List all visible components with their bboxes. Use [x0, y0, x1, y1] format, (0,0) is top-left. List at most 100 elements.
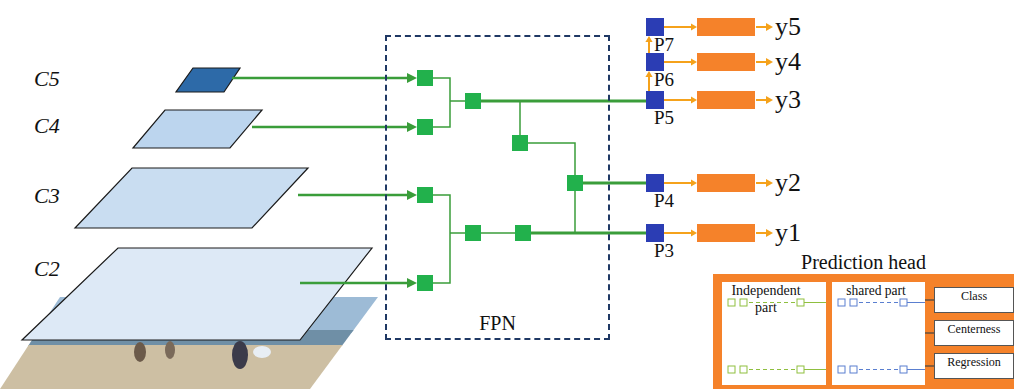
connector-line: [664, 99, 692, 101]
fpn-wire: [450, 100, 465, 102]
layer-square: [728, 299, 735, 306]
connector: [664, 96, 697, 103]
photo-figure: [232, 341, 248, 369]
output-arrow: [756, 26, 767, 28]
photo-sand: [0, 345, 380, 389]
fpn-square: [567, 175, 583, 191]
input-arrows: [232, 78, 409, 283]
layer-wire: [804, 302, 826, 303]
head-part: Independent part: [722, 282, 826, 385]
independent-layers: [728, 299, 826, 373]
fpn-wire: [433, 195, 450, 283]
arrowhead: [766, 58, 773, 66]
connector: [645, 36, 652, 53]
pyramid-level: P5: [646, 91, 664, 109]
head-part: shared part: [832, 282, 925, 385]
arrowhead: [407, 278, 417, 288]
arrowhead: [645, 71, 652, 77]
layer-square: [797, 299, 804, 306]
layer-wire: [907, 369, 925, 370]
connector-line: [925, 332, 934, 333]
head-bar: y1: [697, 224, 755, 242]
level-label: P6: [654, 71, 674, 88]
arrowhead: [766, 179, 773, 187]
connector-line: [648, 76, 650, 91]
fpn-output-line: [481, 100, 646, 103]
layer-label: C4: [34, 114, 60, 138]
layer-square: [838, 299, 845, 306]
fpn-wire: [450, 232, 465, 234]
layer-label: C2: [34, 257, 60, 281]
photo-figure: [134, 342, 146, 362]
layer-square: [740, 366, 747, 373]
fpn-wires: [433, 78, 575, 283]
connector: [645, 71, 652, 91]
fpn-wire: [519, 101, 521, 135]
shared-layers: [838, 299, 925, 373]
output-label: y4: [775, 48, 801, 76]
pyramid-level: P6: [646, 53, 664, 71]
layer-square: [838, 366, 845, 373]
layer-dashes: [859, 369, 898, 370]
output-label: y2: [775, 169, 801, 197]
connector-line: [664, 26, 692, 28]
input-arrowheads: [407, 73, 417, 288]
connector-line: [925, 299, 934, 300]
arrowhead: [766, 229, 773, 237]
arrowhead: [407, 190, 417, 200]
output-label: y1: [775, 219, 801, 247]
connector: [925, 300, 934, 301]
box-label: Prediction head: [713, 250, 1014, 274]
fpn-wire: [433, 78, 450, 127]
layer-wire: [804, 369, 826, 370]
level-label: P7: [654, 36, 674, 53]
connector-line: [648, 41, 650, 53]
fpn-wire: [481, 232, 515, 234]
box-label: shared part: [832, 282, 920, 299]
fpn-square: [465, 225, 481, 241]
output-arrow: [756, 232, 767, 234]
fpn-box: FPN: [385, 35, 610, 340]
fpn-square: [417, 119, 433, 135]
connector-line: [664, 61, 692, 63]
layer-square: [900, 299, 907, 306]
layer-square: [728, 366, 735, 373]
level-label: P4: [654, 192, 674, 209]
fpn-squares: [417, 70, 583, 291]
fpn-output-line: [531, 232, 646, 235]
pyramid-level: P4: [646, 174, 664, 192]
layer-square: [900, 366, 907, 373]
output-label: y5: [775, 13, 801, 41]
layer-square: [850, 366, 857, 373]
output-box: Class: [934, 287, 1014, 313]
output-arrows: [756, 27, 767, 233]
connector: [664, 23, 697, 30]
connector: [925, 333, 934, 334]
fpn-square: [465, 93, 481, 109]
layer-label: C5: [34, 67, 60, 91]
output-arrow: [756, 99, 767, 101]
head-bar: y5: [697, 18, 755, 36]
head-bar: y2: [697, 174, 755, 192]
arrowhead: [766, 96, 773, 104]
input-arrow: [298, 194, 409, 197]
head-bar: y3: [697, 91, 755, 109]
arrowhead: [766, 23, 773, 31]
feature-layer: [133, 110, 262, 148]
fpn-square: [512, 135, 528, 151]
output-box: Regression: [934, 353, 1014, 379]
output-label: y3: [775, 86, 801, 114]
pyramid-level: P7: [646, 18, 664, 36]
output-arrow: [756, 182, 767, 184]
feature-layer: [22, 248, 372, 340]
pyramid-level: P3: [646, 224, 664, 242]
feature-layer: [176, 68, 240, 92]
box-label: Class: [935, 288, 1013, 304]
box-label: FPN: [387, 312, 608, 334]
feature-layer: [75, 168, 308, 228]
level-label: P3: [654, 242, 674, 259]
output-arrow: [756, 61, 767, 63]
layer-square: [740, 299, 747, 306]
connector-line: [664, 232, 692, 234]
arrowhead: [407, 122, 417, 132]
